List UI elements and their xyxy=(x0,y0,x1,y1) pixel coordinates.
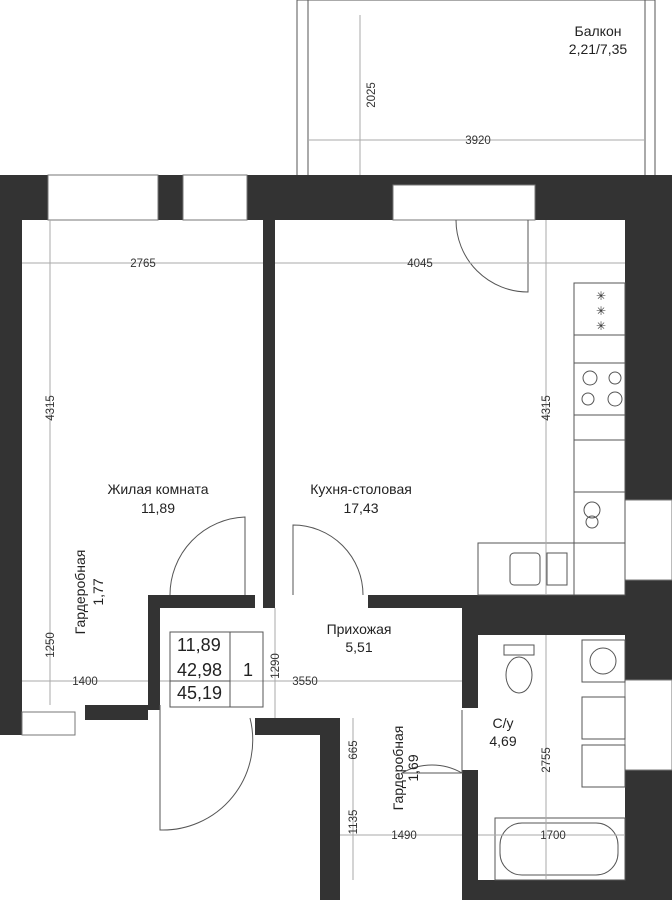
dim-bath-h: 2755 xyxy=(541,747,553,773)
summary-rooms-count: 1 xyxy=(243,660,253,680)
summary-table: 11,89 42,98 45,19 1 xyxy=(169,631,264,708)
dim-kitchen-w: 4045 xyxy=(407,258,433,270)
dim-hall-w: 3550 xyxy=(292,676,318,688)
dim-wardrobe2-h2: 1135 xyxy=(348,810,360,835)
bath-name: С/у xyxy=(493,715,514,731)
hall-area: 5,51 xyxy=(345,639,372,655)
dim-living-w: 2765 xyxy=(130,258,156,270)
kitchen-name: Кухня-столовая xyxy=(310,481,412,497)
wardrobe2-area: 1,69 xyxy=(405,754,421,781)
dimension-lines xyxy=(22,15,645,880)
kitchen-furniture: ✳ ✳ ✳ xyxy=(477,282,626,596)
dim-bath-tub: 1700 xyxy=(540,830,566,842)
svg-text:✳: ✳ xyxy=(596,304,606,318)
room-labels: Балкон 2,21/7,35 Жилая комната 11,89 Кух… xyxy=(72,23,627,810)
living-name: Жилая комната xyxy=(107,481,208,497)
living-area: 11,89 xyxy=(141,500,175,516)
dim-wardrobe1-h: 1250 xyxy=(45,632,57,658)
windows xyxy=(21,174,672,771)
dim-living-h: 4315 xyxy=(45,395,57,421)
walls xyxy=(0,175,672,900)
svg-text:✳: ✳ xyxy=(596,289,606,303)
bath-area: 4,69 xyxy=(489,733,516,749)
kitchen-area: 17,43 xyxy=(343,500,378,516)
dimension-labels: 2025 3920 2765 4045 4315 4315 1250 1400 … xyxy=(45,82,566,842)
balcony-area: 2,21/7,35 xyxy=(569,41,628,57)
dim-wardrobe1-w: 1400 xyxy=(72,676,98,688)
wardrobe1-name: Гардеробная xyxy=(72,550,88,635)
dim-balcony-h: 2025 xyxy=(366,82,378,108)
wardrobe1-area: 1,77 xyxy=(90,578,106,605)
balcony-name: Балкон xyxy=(575,23,622,39)
dim-wardrobe2-h: 665 xyxy=(348,740,360,759)
dim-hall-h: 1290 xyxy=(270,653,282,679)
summary-living-area: 11,89 xyxy=(177,635,221,655)
dim-kitchen-h: 4315 xyxy=(541,395,553,421)
hall-name: Прихожая xyxy=(327,621,392,637)
summary-total-area: 42,98 xyxy=(177,660,222,680)
doors xyxy=(159,219,529,831)
bathroom-fixtures xyxy=(494,639,626,881)
dim-balcony-w: 3920 xyxy=(465,135,491,147)
wardrobe2-name: Гардеробная xyxy=(390,726,406,811)
svg-text:✳: ✳ xyxy=(596,319,606,333)
dim-wardrobe2-w: 1490 xyxy=(391,830,417,842)
summary-total-with-balcony: 45,19 xyxy=(177,683,222,703)
